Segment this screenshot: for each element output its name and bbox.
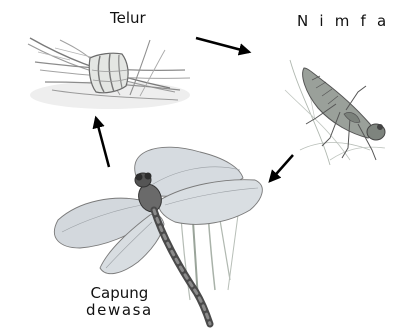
egg-mass-illustration bbox=[28, 38, 190, 109]
nymph-illustration bbox=[285, 60, 385, 165]
stage-label-adult-line2: dewasa bbox=[86, 302, 153, 319]
stage-label-nymph: N i m f a bbox=[297, 14, 389, 29]
stage-label-adult: Capung dewasa bbox=[86, 285, 153, 319]
arrow-up bbox=[96, 118, 109, 167]
arrow-down-left bbox=[270, 155, 293, 181]
arrow-right bbox=[196, 38, 249, 52]
stage-label-egg: Telur bbox=[110, 11, 146, 26]
stage-label-adult-line1: Capung bbox=[86, 285, 153, 302]
